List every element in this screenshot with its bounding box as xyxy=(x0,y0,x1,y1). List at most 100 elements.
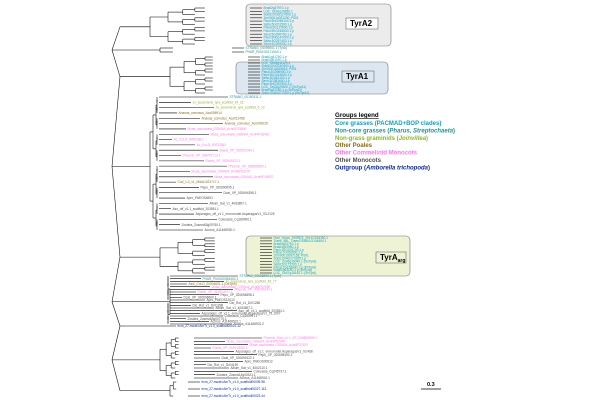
groups-legend: Groups legend Core grasses (PACMAD+BOP c… xyxy=(335,112,455,171)
leaf-label: Zm00001d031250_P001 xyxy=(264,16,299,20)
leaf-label: LOC_Os02g29400.1 (OsTyrA1) xyxy=(262,85,307,89)
leaf-label: LOC_Os06g16040.1 (OsTyrA) xyxy=(274,259,317,263)
leaf-label: Elaeis_XP_010914077.1 xyxy=(198,290,233,294)
leaf-label: Musa_acuminata_GSMUA_Achr6P03720 xyxy=(192,170,251,174)
leaf-label: Zostera_Zosma14g00321.1 xyxy=(217,373,256,377)
leaf-label: Sobic.004G167600.1.p xyxy=(262,64,295,68)
leaf-label: Pepo_XP_020690095.1 xyxy=(201,186,235,190)
leaf-label: Pepo_XP_020694898.1 xyxy=(221,293,255,297)
leaf-label: Elaeis_XP_010910052.1 xyxy=(213,346,248,350)
leaf-label: Asparagus_off_v1.1_evm.model.AsparagusV1… xyxy=(202,311,281,315)
leaf-label: Pahal.5G137600.1.p xyxy=(264,26,293,30)
leaf-label: STRANG_00026899.1 (TyrA) xyxy=(240,274,281,278)
tree-leaf-labels: Bradi2g37970.1.pLOC_Os01g19830.1Sobic.00… xyxy=(173,6,329,398)
leaf-label: Musa_acuminata_GSMUA_Achr3P17870 xyxy=(250,343,309,347)
leaf-label: Aso_off_v1.1_scaffold_203551.1 xyxy=(173,207,220,211)
leaf-label: Sobic.004G170150.1.p xyxy=(274,257,307,261)
leaf-label: evm_27.model.AmTr_v1.0_scaffold00023.44 xyxy=(202,394,265,398)
leaf-label: LOC_Os01g19830.1 xyxy=(264,9,293,13)
leaf-label: Pahal.2G153400.1.p (PhTyrA) xyxy=(274,265,317,269)
leaf-label: Phoenix_XP_008797213.1 xyxy=(183,154,221,158)
leaf-label: Pavir.9NG147000.1.p xyxy=(264,36,295,40)
tyrap-label-main: TyrA xyxy=(380,253,398,262)
leaf-label: Dcat_XP_020696600.1 xyxy=(184,295,217,299)
tyra2-clade-label: TyrA2 xyxy=(350,19,373,28)
leaf-label: Seita.2G171200.1.p xyxy=(274,262,303,266)
leaf-label: Bradi4g19980.1.p xyxy=(274,245,299,249)
leaf-label: Ac_CoLD_00003361 xyxy=(174,138,204,142)
leaf-label: Zostera_Zosma63g00770.1 xyxy=(188,317,227,321)
backbone-connector xyxy=(111,166,121,258)
leaf-label: Colocasia_Cq245737.1 xyxy=(254,369,287,373)
leaf-label: Apro_PAEOS12013 xyxy=(207,298,235,302)
leaf-label: Sevir.5G206700.1.p xyxy=(264,32,292,36)
leaf-label: Elaeis_XP_010921003.1 xyxy=(220,148,255,152)
leaf-label: Colocasia_Cq180991.1 xyxy=(225,314,258,318)
leaf-label: Pavir.9KG163500.1.p xyxy=(264,29,295,33)
leaf-label: Sevir.9G299000.1.p xyxy=(264,42,292,46)
leaf-label: Allium_Sat_v1_4063897.1 xyxy=(210,202,247,206)
leaf-label: evm_27.model.AmTr_v1.0_scaffold00027.113 xyxy=(202,387,267,391)
leaf-label: Seita.5G201500.1.p xyxy=(264,22,293,26)
leaf-label: Zostera_Zosma63g00760.1 xyxy=(182,223,221,227)
tyra1-label-pad xyxy=(341,70,375,83)
leaf-label: Acorus_A11468931.1 xyxy=(211,319,242,323)
leaf-label: Bradi1g63180.1.p (BdTyrA) xyxy=(274,268,313,272)
leaf-label: Phoenix_XP_008790244.1 xyxy=(235,287,273,291)
leaf-label: Dio_Rot_v1_Dr04190 xyxy=(208,363,239,367)
leaf-label: Musa_acuminata_GSMUA_Achr5P02390 xyxy=(212,285,271,289)
legend-item-commelinid: Other Commelinid Monocots xyxy=(335,151,418,157)
tyrap-label-pad xyxy=(375,251,407,264)
leaf-label: evm_27.model.AmTr_v1.0_scaffold00005.98 xyxy=(202,380,265,384)
backbone-connector xyxy=(111,301,121,327)
leaf-label: Cod_1.0_v1_MdrA1021717.1 xyxy=(178,180,220,184)
leaf-label: Asparagus_off_v1.1_evm.model.AsparagusV1… xyxy=(236,349,313,353)
tyra2-clade-box xyxy=(245,3,392,47)
leaf-label: Seita.3G364100.1.p xyxy=(262,76,291,80)
leaf-label: Sobic.004G072100.1.p (SbTyrA1) xyxy=(262,91,310,95)
leaf-label: Sevir.3G381600.1.p xyxy=(262,79,290,83)
leaf-label: Pavir.3NG357500.1.p xyxy=(262,82,293,86)
leaf-label: Asparagus_off_v1.1_evm.model.AsparagusV1… xyxy=(196,212,275,216)
leaf-label: Elaeis_XP_010940122.1 xyxy=(206,159,241,163)
leaf-label: Pavir.1KG076700.1.p xyxy=(274,248,305,252)
leaf-label: Bradi3g51590.1.p xyxy=(262,58,287,62)
leaf-label: Jo_ascendens_tyra_scaffold_45_77 xyxy=(226,279,277,283)
tyrap-label-subscript: arg xyxy=(398,258,406,264)
leaf-label: Acorus_A11468942.1 xyxy=(240,376,271,380)
tyra1-clade-label: TyrA1 xyxy=(346,72,369,81)
legend-item-monocot: Other Monocots xyxy=(335,158,382,164)
leaf-label: Zm00001d037158_P001 xyxy=(274,254,309,258)
leaf-label: Ananas_comosus_Aco011458 xyxy=(202,116,245,120)
leaf-label: Acorus_A11468930.1 xyxy=(205,228,236,232)
leaf-label: Asol_CoLD_00004601.1 (OsTyrA) xyxy=(189,282,237,286)
legend-item-nongrass: Non-grass graminids (Joinvillea) xyxy=(335,136,428,142)
leaf-label: Phoenix_XP_008806550.1 xyxy=(229,164,267,168)
legend-item-poales: Other Poales xyxy=(335,143,373,149)
leaf-label: PHAR_Ph03G0053400.1 xyxy=(203,277,239,281)
leaf-label: Pepo_XP_020698190.1 xyxy=(259,353,293,357)
leaf-label: Bradi4g24740.1.p xyxy=(274,242,299,246)
leaf-label: Traes_5BL_TraesCS5B01G104800.1 xyxy=(274,239,327,243)
legend-item-noncore: Non-core grasses (Pharus, Streptochaeta) xyxy=(335,128,455,134)
leaf-label: Pavir.3KG414600.1.p xyxy=(262,73,293,77)
leaf-label: Hvul_Horvu_MOREX_2Hr1G036350.1 xyxy=(274,236,329,240)
leaf-label: LOC_Os06g11120.1 xyxy=(262,61,291,65)
leaf-label: Zm00001d029818_P001 xyxy=(262,67,297,71)
tyrap-clade-label: TyrAarg xyxy=(380,253,405,264)
leaf-label: Dio_Rot_v1_Dr01298 xyxy=(193,303,224,307)
leaf-label: Jo_ascendens_tyra_scaffold_24_31 xyxy=(193,100,244,104)
leaf-label: STRANG_00150311.1 xyxy=(230,95,262,99)
backbone-connector xyxy=(111,359,121,391)
backbone-connector xyxy=(111,76,121,167)
leaf-label: Seita.9G297400.1.p xyxy=(264,39,293,43)
leaf-label: Jo_ascendens_tyra_scaffold_6_12 xyxy=(216,106,265,110)
backbone-connector xyxy=(111,49,121,77)
leaf-label: Musa_acuminata_GSMUA_Achr4P18420 xyxy=(211,132,270,136)
leaf-label: Dcat_XP_020699122.1 xyxy=(222,356,255,360)
leaf-label: evm_27.model.AmTr_v1.0_scaffold00021.32 xyxy=(178,324,241,328)
leaf-label: Bradi1g41760.1.p xyxy=(262,55,287,59)
leaf-label: Allium_Sat_v1_4063897.1 xyxy=(216,306,253,310)
leaf-label: Pahal.7G052600.1.p xyxy=(274,251,303,255)
